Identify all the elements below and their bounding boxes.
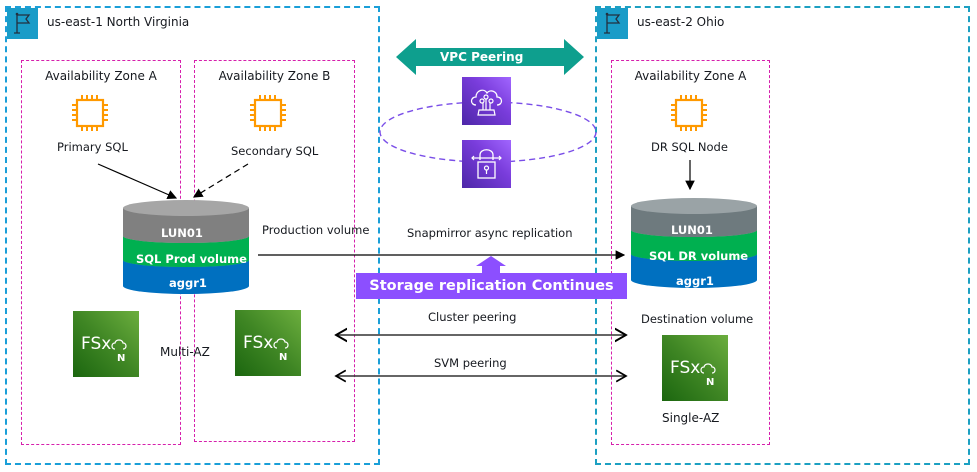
- lock-arrows-icon: [471, 149, 502, 179]
- fsx-ontap-icon: FSx N: [662, 335, 728, 401]
- region-flag-icon: [597, 8, 628, 39]
- secondary-sql-label: Secondary SQL: [231, 144, 319, 158]
- transit-gateway-tile: [462, 77, 511, 125]
- dest-lun-label: LUN01: [671, 223, 713, 237]
- region-title: us-east-2 Ohio: [637, 15, 725, 29]
- primary-sql-label: Primary SQL: [57, 140, 128, 154]
- up-arrow-icon: [476, 256, 506, 273]
- secondary-to-storage-line: [192, 163, 249, 198]
- cluster-peering-label: Cluster peering: [428, 310, 517, 324]
- primary-to-storage-line: [97, 163, 178, 200]
- fsx-text: FSx: [243, 333, 273, 353]
- dest-aggr-label: aggr1: [676, 274, 714, 288]
- ec2-instance-icon: [671, 95, 707, 131]
- single-az-label: Single-AZ: [662, 411, 720, 425]
- dr-sql-node-label: DR SQL Node: [651, 140, 728, 154]
- production-volume-label: Production volume: [262, 223, 370, 237]
- zone-title: Availability Zone A: [45, 69, 157, 83]
- region-us-east-2: us-east-2 Ohio: [595, 6, 970, 465]
- source-lun-label: LUN01: [161, 226, 203, 240]
- vpc-peering-arrow: [396, 39, 584, 75]
- ec2-instance-icon: [72, 95, 108, 131]
- multi-az-label: Multi-AZ: [160, 345, 210, 359]
- zone-title: Availability Zone B: [218, 69, 331, 83]
- fsx-ontap-icon: FSx N: [235, 310, 301, 376]
- vpn-gateway-tile: [462, 140, 511, 188]
- source-volume-label: SQL Prod volume: [136, 252, 247, 266]
- snapmirror-label: Snapmirror async replication: [407, 226, 573, 240]
- region-flag-icon: [7, 8, 38, 39]
- source-storage-stack: [123, 200, 249, 294]
- fsx-text: FSx: [81, 334, 111, 354]
- region-title: us-east-1 North Virginia: [47, 15, 190, 29]
- vpc-peering-label: VPC Peering: [440, 50, 524, 64]
- fsx-sub-text: N: [279, 352, 287, 363]
- fsx-ontap-icon: FSx N: [73, 311, 139, 377]
- destination-volume-label: Destination volume: [641, 312, 754, 326]
- svm-peering-label: SVM peering: [434, 356, 507, 370]
- dest-storage-stack: [631, 198, 757, 288]
- zone-right-a: Availability Zone A: [611, 60, 770, 445]
- ec2-instance-icon: [250, 95, 286, 131]
- fsx-sub-text: N: [117, 353, 125, 364]
- fsx-sub-text: N: [706, 377, 714, 388]
- source-aggr-label: aggr1: [169, 276, 207, 290]
- cloud-network-icon: [470, 89, 503, 116]
- dest-volume-label: SQL DR volume: [649, 249, 749, 263]
- zone-title: Availability Zone A: [634, 69, 747, 83]
- fsx-text: FSx: [670, 358, 700, 378]
- region-us-east-1: us-east-1 North Virginia: [5, 6, 380, 465]
- storage-replication-banner: Storage replication Continues: [356, 273, 627, 299]
